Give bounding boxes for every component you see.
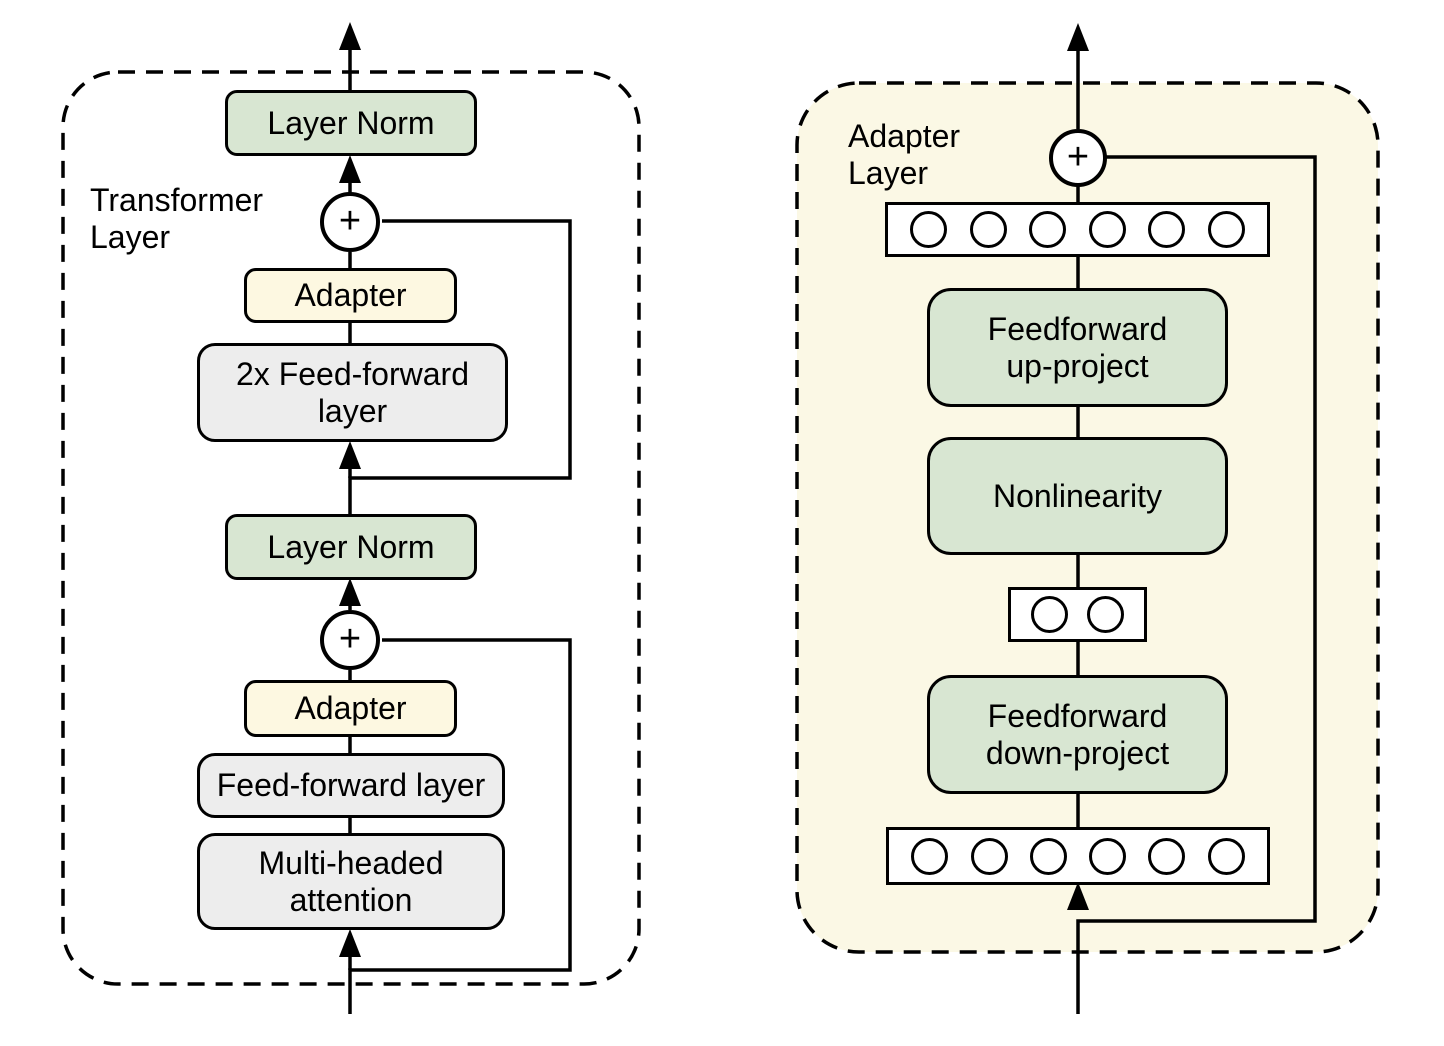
transformer-panel-arrowheads xyxy=(339,22,361,957)
adapter-panel-arrowheads xyxy=(1067,23,1089,910)
feature-circle xyxy=(969,211,1007,248)
feature-row-bottleneck xyxy=(1008,587,1147,642)
add-node-mid: + xyxy=(320,610,380,670)
transformer-layer-label: Transformer Layer xyxy=(90,182,264,255)
feature-circle xyxy=(1207,837,1245,875)
adapter-layer-label: Adapter Layer xyxy=(848,118,961,191)
feed-forward-layer-block: Feed-forward layer xyxy=(197,753,505,818)
add-node-top: + xyxy=(320,192,380,252)
feature-row-bottom xyxy=(886,827,1270,885)
feedforward-up-project-block: Feedforward up-project xyxy=(927,288,1228,407)
feature-circle xyxy=(1029,837,1067,875)
layer-norm-mid-block: Layer Norm xyxy=(225,514,477,580)
multi-headed-attention-block: Multi-headed attention xyxy=(197,833,505,930)
transformer-panel-connectors xyxy=(348,48,572,1014)
feature-circle xyxy=(1148,211,1186,248)
add-node-adapter: + xyxy=(1049,129,1107,187)
layer-norm-top-block: Layer Norm xyxy=(225,90,477,156)
feature-circle xyxy=(1089,837,1127,875)
feature-circle xyxy=(1030,596,1068,633)
feature-circle xyxy=(910,211,948,248)
feature-circle xyxy=(1207,211,1245,248)
adapter-bottom-block: Adapter xyxy=(244,680,457,737)
adapter-top-block: Adapter xyxy=(244,268,457,323)
feature-circle xyxy=(1088,211,1126,248)
feature-circle xyxy=(1029,211,1067,248)
nonlinearity-block: Nonlinearity xyxy=(927,437,1228,555)
feature-circle xyxy=(1148,837,1186,875)
feature-circle xyxy=(970,837,1008,875)
feature-circle xyxy=(1087,596,1125,633)
feedforward-down-project-block: Feedforward down-project xyxy=(927,675,1228,794)
adapter-panel-connectors xyxy=(1076,50,1317,1014)
feature-row-top xyxy=(885,202,1270,257)
feed-forward-2x-block: 2x Feed-forward layer xyxy=(197,343,508,442)
feature-circle xyxy=(911,837,949,875)
